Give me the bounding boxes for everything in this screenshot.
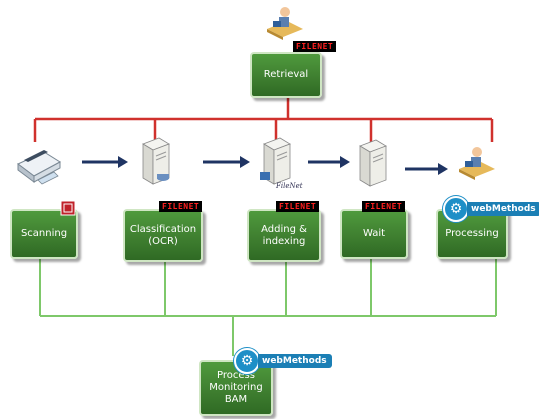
filenet-badge: FILENET <box>362 201 406 212</box>
filenet-badge: FILENET <box>293 41 337 52</box>
classification-box[interactable]: Classification (OCR) <box>123 209 203 262</box>
adding-indexing-box[interactable]: Adding & indexing <box>247 209 321 262</box>
pdf-icon <box>60 200 76 216</box>
scanner-icon <box>17 150 61 185</box>
webmethods-badge: ⚙ webMethods <box>234 348 332 374</box>
wait-label: Wait <box>362 228 386 239</box>
filenet-badge: FILENET <box>276 201 320 212</box>
server-icon <box>142 137 170 185</box>
person-at-desk-icon <box>459 147 495 180</box>
scanning-box[interactable]: Scanning <box>10 209 78 259</box>
gear-icon: ⚙ <box>234 348 260 374</box>
server-icon <box>260 137 291 185</box>
processing-label: Processing <box>445 228 499 239</box>
person-at-desk-icon <box>267 7 303 40</box>
classification-label: Classification (OCR) <box>129 223 197 247</box>
scanning-label: Scanning <box>20 228 68 239</box>
retrieval-box[interactable]: Retrieval <box>250 52 322 98</box>
process-monitoring-box[interactable]: Process Monitoring BAM <box>199 360 273 416</box>
monitoring-connectors <box>39 258 497 356</box>
webmethods-badge: ⚙ webMethods <box>443 196 539 222</box>
filenet-badge: FILENET <box>159 201 203 212</box>
retrieval-connectors <box>33 98 494 142</box>
webmethods-label: webMethods <box>258 354 332 368</box>
filenet-logo-label: FileNet <box>276 182 303 190</box>
wait-box[interactable]: Wait <box>340 209 408 259</box>
server-icon <box>359 139 387 187</box>
gear-icon: ⚙ <box>443 196 469 222</box>
webmethods-label: webMethods <box>467 202 539 216</box>
retrieval-label: Retrieval <box>263 69 309 80</box>
process-arrows <box>82 156 448 175</box>
adding-indexing-label: Adding & indexing <box>261 223 307 247</box>
process-monitoring-label: Process Monitoring BAM <box>209 370 263 405</box>
